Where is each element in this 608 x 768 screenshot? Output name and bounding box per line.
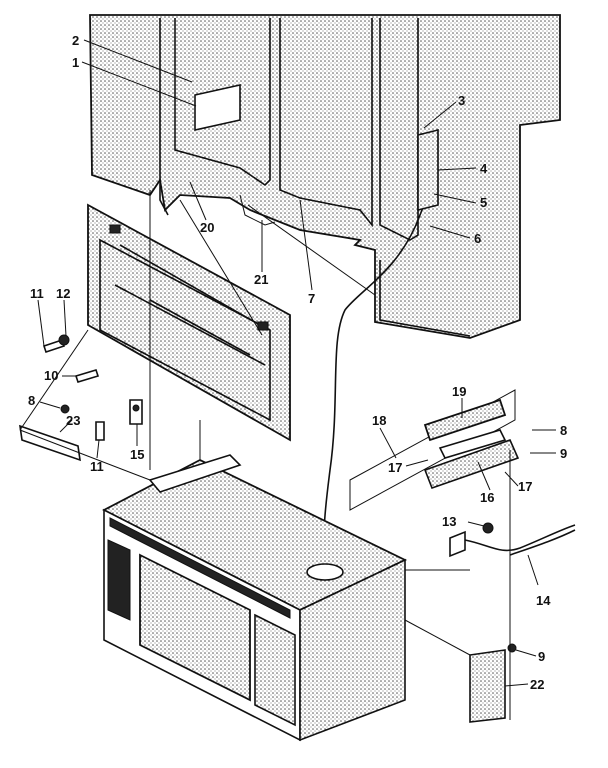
callout-19: 19: [452, 384, 466, 399]
callout-7: 7: [308, 291, 315, 306]
callout-1: 1: [72, 55, 79, 70]
outlet-box: [417, 128, 439, 212]
microwave-oven: [102, 454, 408, 742]
callout-3: 3: [458, 93, 465, 108]
callout-15: 15: [130, 447, 144, 462]
callout-16: 16: [480, 490, 494, 505]
wall-cabinet: [89, 14, 561, 339]
callout-10: 10: [44, 368, 58, 383]
callout-5: 5: [480, 195, 487, 210]
callout-22: 22: [530, 677, 544, 692]
callout-12: 12: [56, 286, 70, 301]
mounting-fasteners: [19, 334, 143, 462]
callout-2: 2: [72, 33, 79, 48]
callout-17b: 17: [518, 479, 532, 494]
mounting-plate: [87, 203, 291, 442]
callout-23: 23: [66, 413, 80, 428]
callout-13: 13: [442, 514, 456, 529]
harness-parts: [449, 522, 576, 558]
callout-20: 20: [200, 220, 214, 235]
callout-9b: 9: [538, 649, 545, 664]
callout-8b: 8: [560, 423, 567, 438]
callout-11b: 11: [90, 459, 104, 474]
callout-labels: 2 1 3 4 5 6 20 21 7 11 12 10 8 23 11 15 …: [28, 33, 567, 692]
callout-17a: 17: [388, 460, 402, 475]
callout-6: 6: [474, 231, 481, 246]
alignment-lines: [19, 190, 511, 720]
callout-21: 21: [254, 272, 268, 287]
vent-parts: [349, 389, 520, 511]
bottom-cover: [469, 649, 506, 723]
callout-18: 18: [372, 413, 386, 428]
callout-8a: 8: [28, 393, 35, 408]
leader-lines: [37, 39, 556, 687]
callout-14: 14: [536, 593, 551, 608]
cover-screw: [507, 643, 517, 653]
callout-11a: 11: [30, 286, 44, 301]
callout-9a: 9: [560, 446, 567, 461]
callout-4: 4: [480, 161, 488, 176]
